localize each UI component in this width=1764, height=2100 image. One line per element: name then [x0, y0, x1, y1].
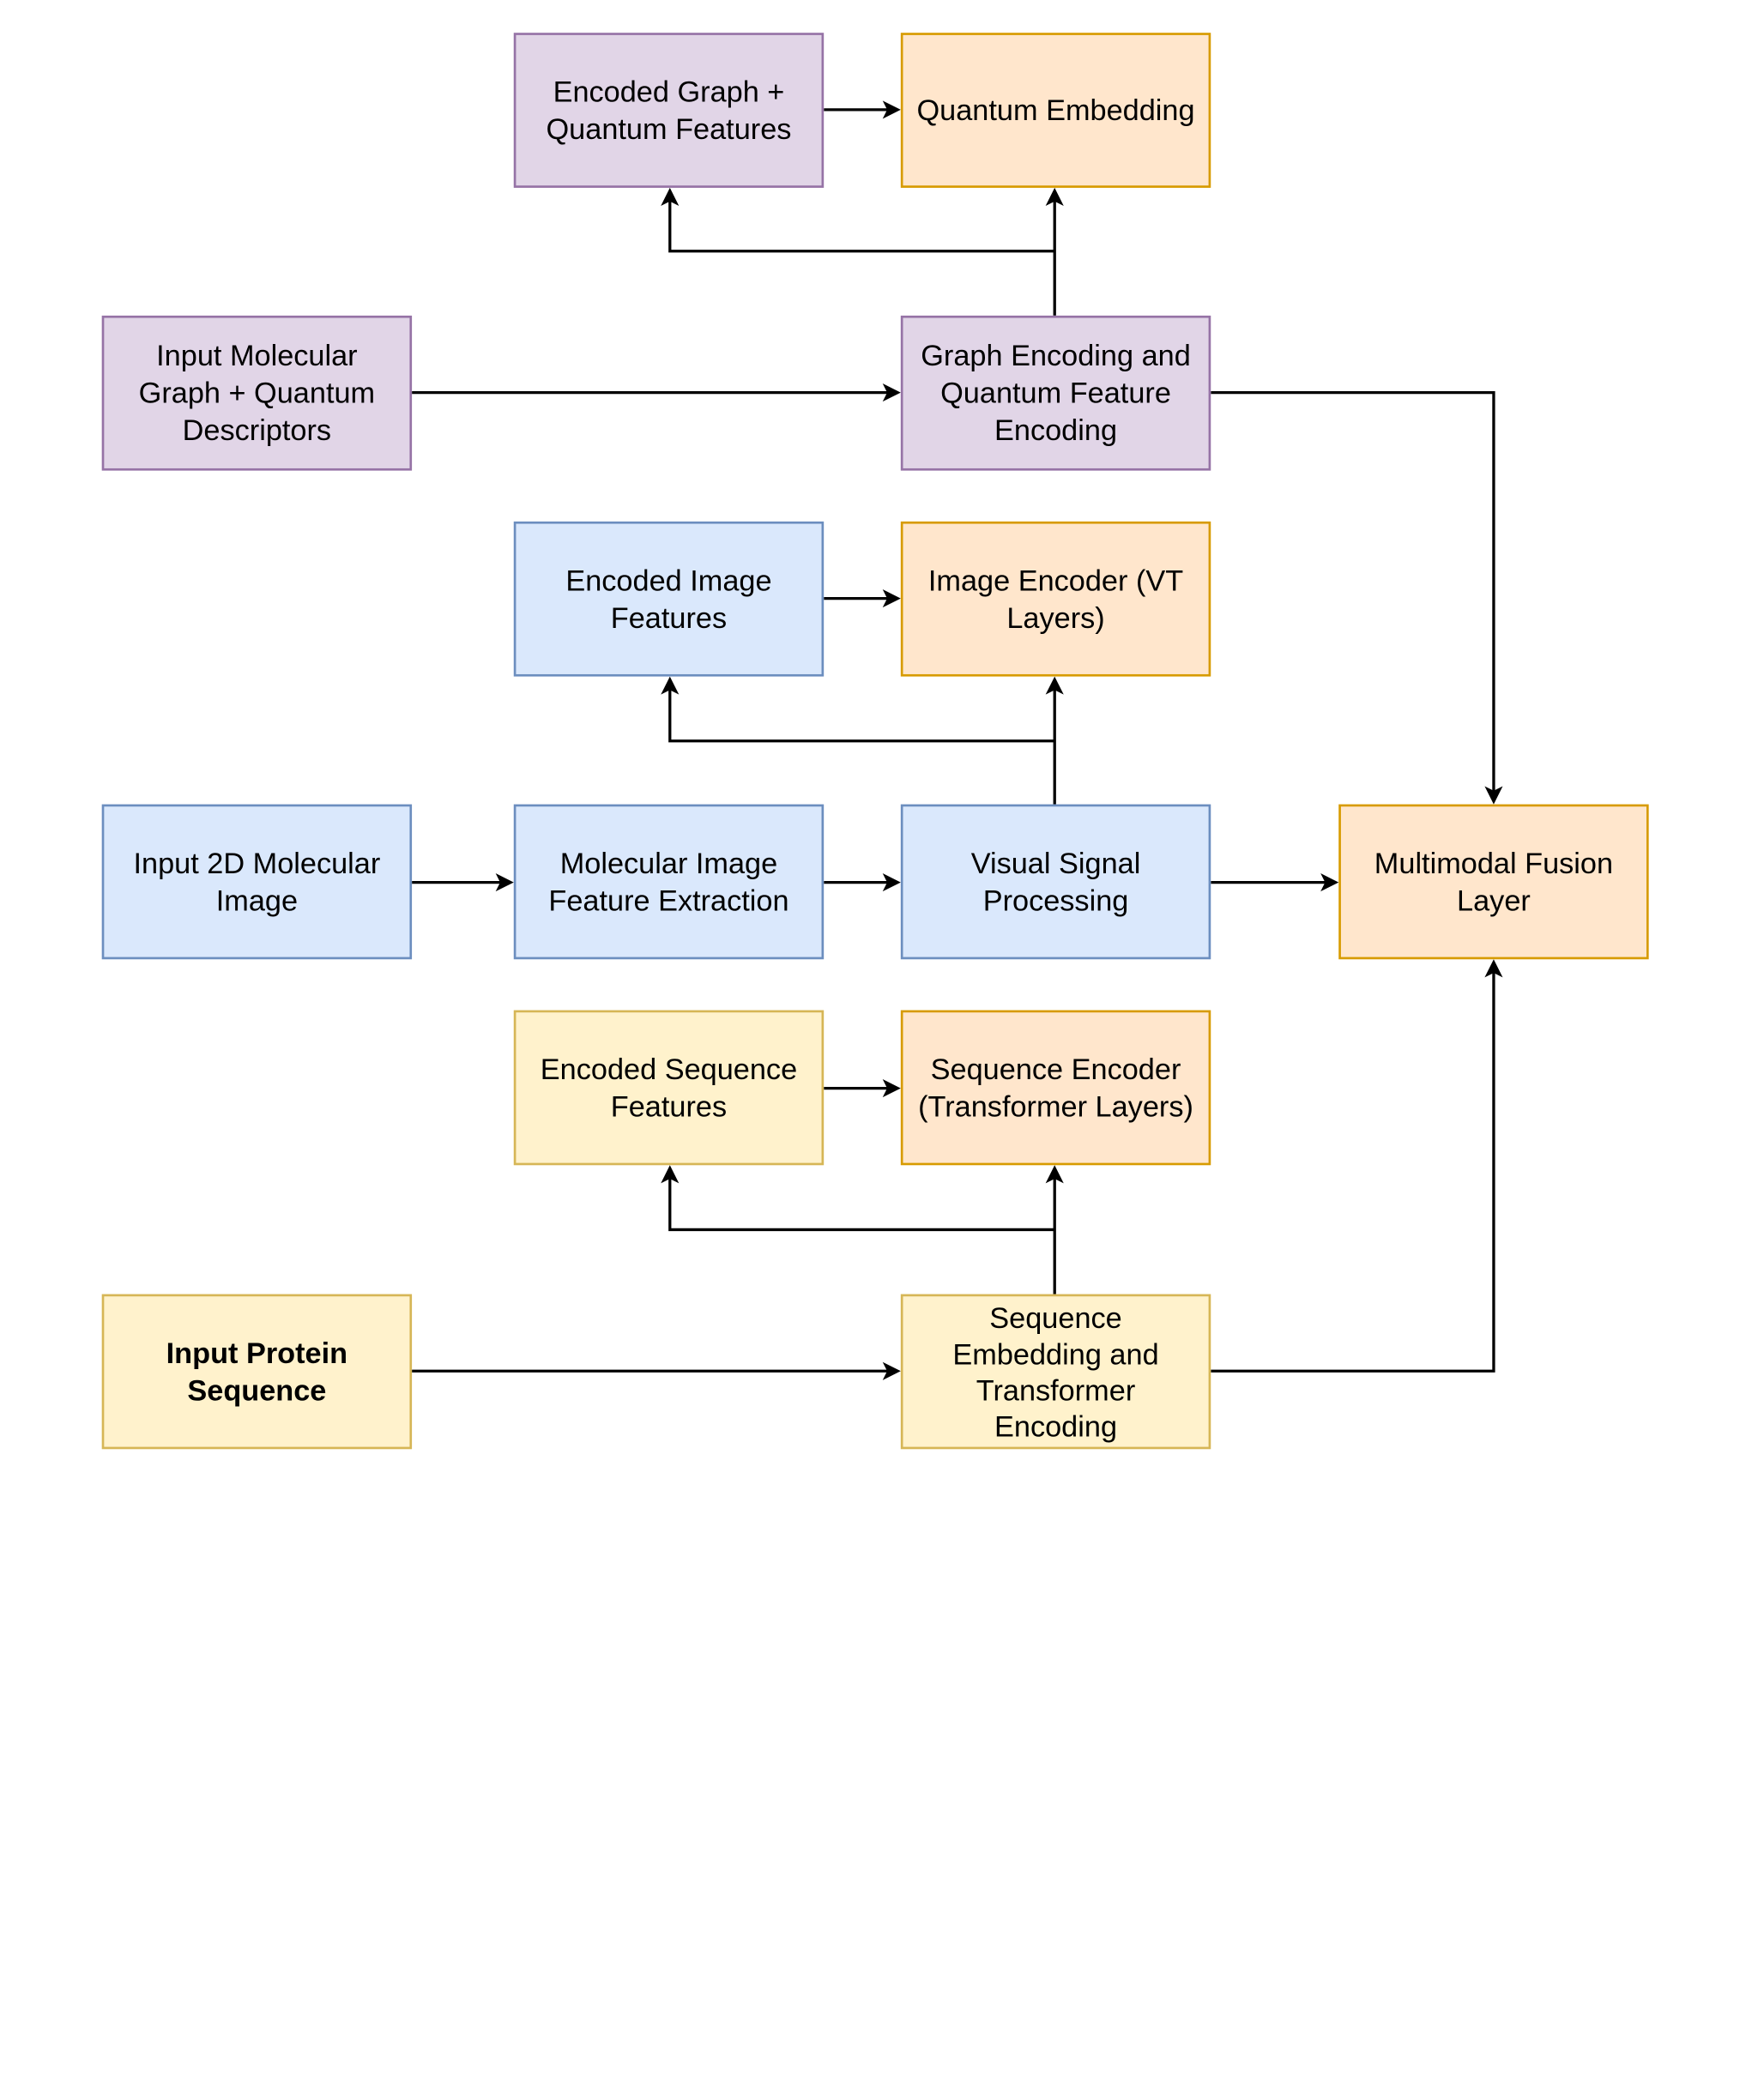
arrowhead: [1045, 1165, 1064, 1184]
edge-sequence-embedding-to-fusion: [1211, 970, 1495, 1373]
encoded-image-features-node: Encoded Image Features: [513, 521, 825, 677]
node-label: Molecular Image Feature Extraction: [548, 845, 789, 917]
node-label: Image Encoder (VT Layers): [927, 563, 1184, 635]
arrowhead: [882, 383, 901, 402]
node-label: Input Protein Sequence: [166, 1335, 348, 1407]
arrowhead: [1045, 676, 1064, 695]
input-molecular-graph-node: Input Molecular Graph + Quantum Descript…: [101, 315, 413, 471]
arrowhead: [882, 100, 901, 119]
input-protein-sequence-node: Input Protein Sequence: [101, 1294, 413, 1450]
arrowhead: [1045, 187, 1064, 207]
arrowhead: [661, 676, 680, 695]
arrowhead: [1320, 873, 1339, 892]
node-label: Sequence Embedding and Transformer Encod…: [952, 1300, 1159, 1444]
encoded-graph-quantum-features-node: Encoded Graph + Quantum Features: [513, 33, 825, 188]
node-label: Multimodal Fusion Layer: [1374, 845, 1614, 917]
node-label: Quantum Embedding: [916, 93, 1195, 127]
node-label: Graph Encoding and Quantum Feature Encod…: [921, 338, 1191, 447]
sequence-embedding-node: Sequence Embedding and Transformer Encod…: [900, 1294, 1211, 1450]
node-label: Encoded Graph + Quantum Features: [546, 74, 792, 146]
arrowhead: [882, 589, 901, 608]
arrowhead: [882, 1079, 901, 1098]
arrowhead: [882, 873, 901, 892]
node-label: Visual Signal Processing: [970, 845, 1141, 917]
node-label: Encoded Image Features: [565, 563, 772, 635]
sequence-encoder-node: Sequence Encoder (Transformer Layers): [900, 1010, 1211, 1166]
encoded-sequence-features-node: Encoded Sequence Features: [513, 1010, 825, 1166]
node-label: Encoded Sequence Features: [540, 1051, 798, 1123]
node-label: Sequence Encoder (Transformer Layers): [918, 1051, 1193, 1123]
edge-graph-encoding-to-encoded-graph: [668, 199, 1055, 253]
visual-signal-processing-node: Visual Signal Processing: [900, 804, 1211, 960]
edge-sequence-embedding-to-encoded-sequence: [668, 1176, 1055, 1232]
input-2d-molecular-image-node: Input 2D Molecular Image: [101, 804, 413, 960]
multimodal-fusion-layer-node: Multimodal Fusion Layer: [1338, 804, 1649, 960]
node-label: Input Molecular Graph + Quantum Descript…: [138, 338, 376, 447]
arrowhead: [495, 873, 514, 892]
quantum-embedding-node: Quantum Embedding: [900, 33, 1211, 188]
connector-layer: [412, 100, 1503, 1380]
arrowhead: [661, 1165, 680, 1184]
edge-graph-encoding-to-fusion: [1211, 390, 1495, 794]
arrowhead: [1484, 959, 1503, 978]
molecular-image-feature-extraction-node: Molecular Image Feature Extraction: [513, 804, 825, 960]
node-label: Input 2D Molecular Image: [133, 845, 381, 917]
arrowhead: [661, 187, 680, 207]
graph-encoding-node: Graph Encoding and Quantum Feature Encod…: [900, 315, 1211, 471]
edge-visual-signal-to-encoded-image: [668, 687, 1055, 743]
arrowhead: [882, 1361, 901, 1380]
image-encoder-node: Image Encoder (VT Layers): [900, 521, 1211, 677]
arrowhead: [1484, 786, 1503, 805]
